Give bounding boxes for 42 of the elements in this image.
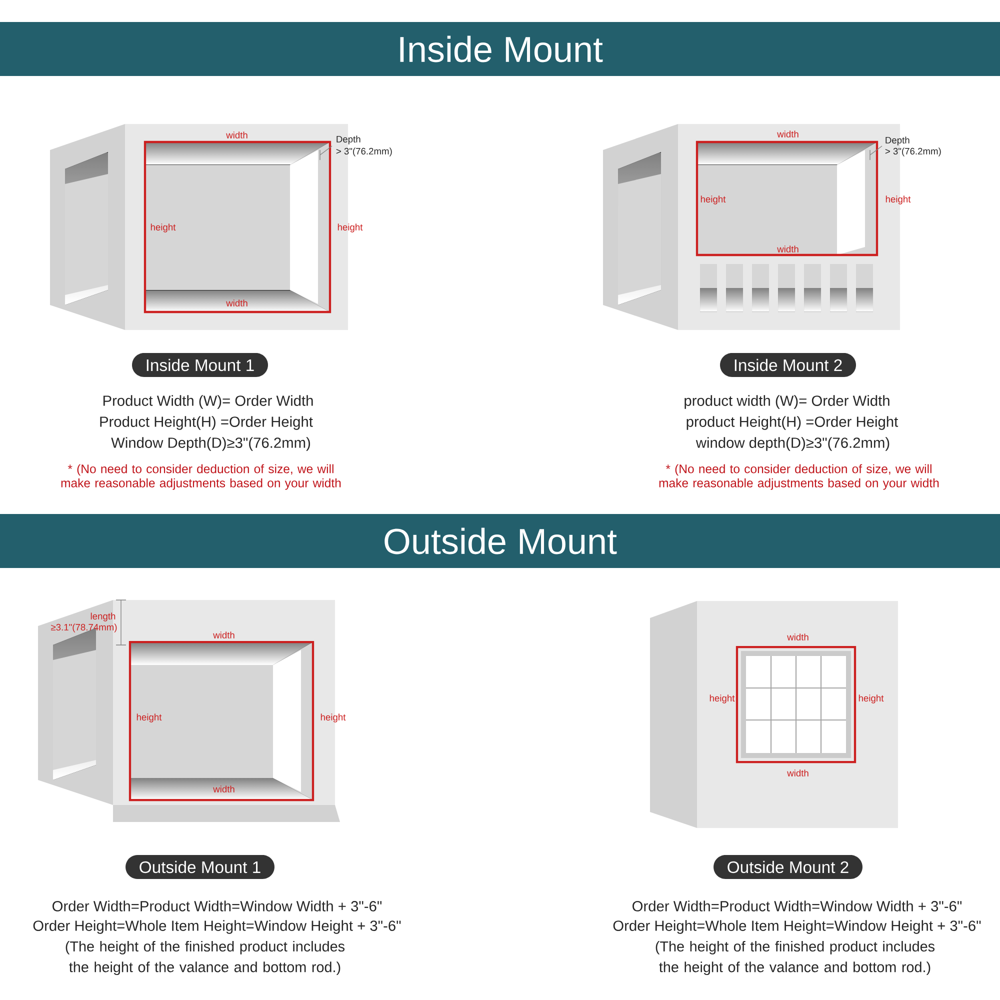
dimension-label: ≥3.1"(78.74mm) xyxy=(51,624,117,632)
dimension-label: height xyxy=(150,224,176,232)
dimension-label: height xyxy=(700,196,726,204)
dimension-label: height xyxy=(710,694,735,704)
dimension-label: width xyxy=(213,632,234,638)
formula-text: Order Height=Whole Item Height=Window Height + 3"-6" xyxy=(33,920,401,934)
formula-text: Order Width=Product Width=Window Width + 3"-6" xyxy=(52,900,382,912)
note-text: * (No need to consider deduction of size, we will make reasonable adjustments based on your width xyxy=(659,464,939,490)
dimension-label: height xyxy=(136,714,162,722)
formula-text: Product Width (W)= Order Width xyxy=(103,395,313,409)
title-badge: Outside Mount 2 xyxy=(714,855,862,879)
dimension-label: height xyxy=(858,694,884,704)
dimension-label: width xyxy=(777,130,798,138)
dimension-label: width xyxy=(213,786,234,792)
title-badge: Outside Mount 1 xyxy=(126,855,274,879)
section-banner: Outside Mount xyxy=(0,514,1000,568)
dimension-label: length xyxy=(90,612,116,622)
title-badge: Inside Mount 2 xyxy=(720,353,856,377)
note-text: * (No need to consider deduction of size, we will make reasonable adjustments based on your width xyxy=(61,464,341,490)
dimension-label: > 3"(76.2mm) xyxy=(336,148,392,156)
dimension-label: > 3"(76.2mm) xyxy=(885,148,941,156)
formula-text: Order Height=Whole Item Height=Window Height + 3"-6" xyxy=(613,920,981,934)
formula-text: product width (W)= Order Width xyxy=(684,395,890,409)
dimension-label: width xyxy=(777,246,798,252)
formula-text: Window Depth(D)≥3"(76.2mm) xyxy=(111,437,310,451)
dimension-label: Depth xyxy=(336,136,360,144)
dimension-label: width xyxy=(226,300,248,306)
formula-text: window depth(D)≥3"(76.2mm) xyxy=(696,437,890,451)
dimension-label: height xyxy=(338,224,363,232)
formula-text: Order Width=Product Width=Window Width + 3"-6" xyxy=(632,900,962,912)
note-text: (The height of the finished product includes the height of the valance and bottom rod.) xyxy=(656,940,935,976)
dimension-label: height xyxy=(886,196,911,204)
dimension-label: height xyxy=(320,714,346,722)
dimension-label: width xyxy=(226,132,248,138)
dimension-label: width xyxy=(787,770,808,776)
dimension-label: width xyxy=(787,634,808,640)
formula-text: product Height(H) =Order Height xyxy=(686,416,898,430)
formula-text: Product Height(H) =Order Height xyxy=(100,416,313,430)
note-text: (The height of the finished product includes the height of the valance and bottom rod.) xyxy=(66,940,345,976)
title-badge: Inside Mount 1 xyxy=(132,353,268,377)
dimension-label: Depth xyxy=(886,136,910,146)
section-banner: Inside Mount xyxy=(0,22,1000,76)
